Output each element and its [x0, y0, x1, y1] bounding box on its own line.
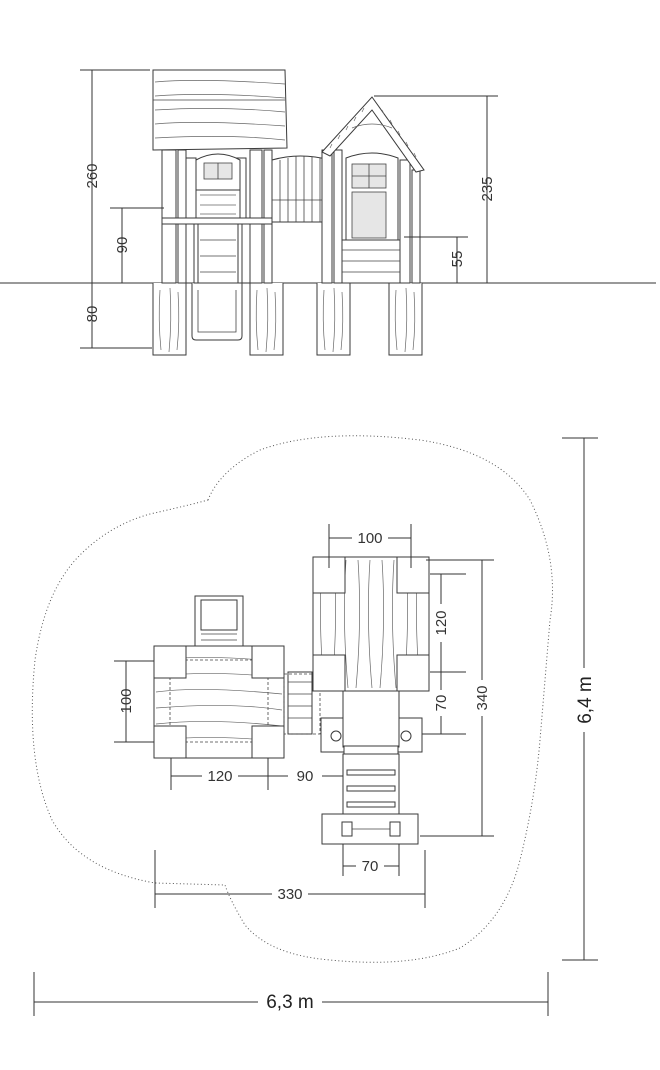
dim-foundation-depth-label: 80	[84, 306, 101, 323]
foundations	[152, 283, 423, 356]
slide-exit	[191, 283, 243, 341]
dim-safety-depth: 6,4 m	[562, 437, 598, 961]
dim-slide-tower-width: 120	[170, 758, 269, 790]
dim-bridge-length: 90	[268, 754, 344, 790]
dim-tower-total-depth: 340	[420, 559, 494, 837]
dim-slide-tower-depth-label: 100	[118, 688, 135, 713]
dim-stair-offset-label: 70	[433, 695, 450, 712]
dim-overall-width: 330	[154, 850, 426, 908]
dim-slide-tower-depth: 100	[114, 660, 154, 743]
dim-total-height: 260	[80, 69, 150, 283]
dim-tower-total-depth-label: 340	[474, 685, 491, 710]
bridge-plan	[283, 671, 321, 735]
roof-plan	[312, 556, 430, 692]
dim-small-platform-height: 55	[404, 236, 468, 283]
tower-platform-plan	[320, 690, 423, 755]
dim-tower-height: 235	[374, 95, 498, 283]
dim-roof-depth: 120	[430, 573, 466, 673]
dim-platform-height-label: 90	[114, 237, 131, 254]
dim-roof-width-label: 100	[357, 530, 382, 547]
dim-roof-width: 100	[328, 524, 412, 568]
dim-roof-depth-label: 120	[433, 610, 450, 635]
dim-stair-width-label: 70	[362, 858, 379, 875]
dim-stair-width: 70	[342, 844, 400, 876]
right-tower	[321, 149, 421, 284]
left-tower	[161, 149, 273, 284]
stairs-plan	[321, 753, 419, 845]
dim-platform-height: 90	[110, 207, 164, 283]
dim-safety-depth-label: 6,4 m	[575, 676, 596, 724]
dim-slide-tower-width-label: 120	[207, 768, 232, 785]
slide-tower-plan	[153, 645, 285, 759]
left-roof	[152, 69, 288, 151]
ladder-plan	[194, 595, 244, 647]
dim-tower-height-label: 235	[479, 176, 496, 201]
dim-bridge-length-label: 90	[297, 768, 314, 785]
dim-total-height-label: 260	[84, 163, 101, 188]
bridge	[271, 155, 331, 223]
elevation-view: 260 90 80 235 55	[0, 69, 656, 356]
dim-safety-width-label: 6,3 m	[266, 992, 314, 1013]
dim-safety-width: 6,3 m	[33, 972, 549, 1016]
dim-stair-offset: 70	[422, 672, 466, 735]
plan-view: 100 120 90 100	[31, 435, 598, 1016]
dim-overall-width-label: 330	[277, 886, 302, 903]
dim-small-platform-height-label: 55	[449, 251, 466, 268]
dim-foundation-depth: 80	[80, 283, 152, 349]
right-roof	[321, 96, 425, 173]
